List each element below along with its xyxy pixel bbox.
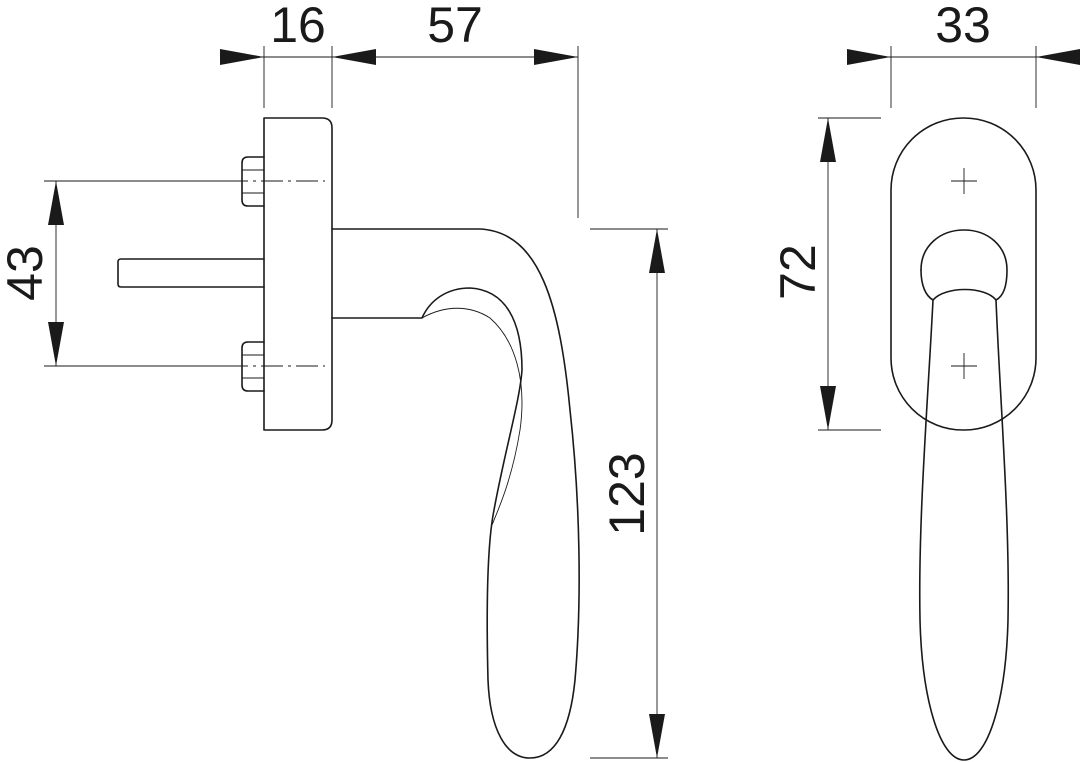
front-lever [918, 288, 1010, 761]
upper-screw [241, 156, 265, 207]
dimension-rose-width: 16 [220, 0, 333, 108]
front-neck [920, 229, 1008, 301]
dimension-screw-spacing: 43 [0, 180, 226, 367]
lower-screw-mark [951, 353, 977, 379]
dimension-16-label: 16 [270, 0, 326, 53]
dimension-72-label: 72 [770, 244, 826, 300]
dimension-33-label: 33 [935, 0, 991, 53]
spindle [117, 258, 265, 288]
side-rose [263, 117, 333, 431]
front-neck-left [920, 269, 934, 301]
dimension-43-label: 43 [0, 245, 53, 301]
upper-screw-mark [951, 168, 977, 194]
dimension-handle-length: 123 [590, 228, 668, 759]
lower-screw [241, 341, 265, 392]
dimension-rose-height: 72 [770, 117, 881, 431]
dimension-57-label: 57 [427, 0, 483, 53]
front-view [890, 117, 1037, 761]
side-view [117, 117, 580, 759]
side-lever [331, 228, 580, 759]
dimension-projection: 57 [332, 0, 579, 218]
dimension-123-label: 123 [599, 452, 655, 535]
side-lever-ridge [421, 307, 523, 526]
front-rose [890, 117, 1037, 431]
dimension-rose-width-front: 33 [847, 0, 1080, 108]
